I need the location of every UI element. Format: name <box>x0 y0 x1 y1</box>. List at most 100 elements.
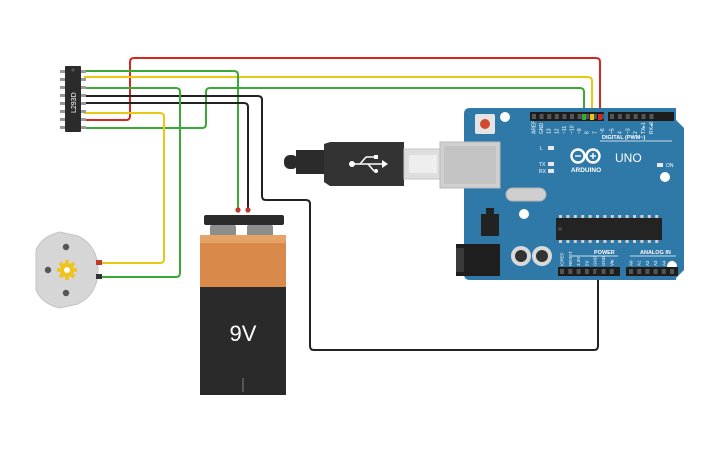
crystal-oscillator <box>505 187 547 202</box>
black-wire-ic-to-gnd[interactable] <box>84 95 599 351</box>
battery-label: 9V <box>230 321 257 346</box>
digital-pin-hole[interactable] <box>625 114 630 119</box>
l293d-chip[interactable]: L293D <box>60 66 86 132</box>
power-pin-label: IOREF <box>560 252 565 266</box>
atmega-pin <box>559 215 562 218</box>
analog-pin-hole[interactable] <box>670 269 674 274</box>
green-wire-ic-to-motor[interactable] <box>84 87 181 278</box>
usb-plug-neck <box>296 150 326 174</box>
analog-header-pins[interactable] <box>629 269 674 274</box>
digital-pin-label: ~11 <box>562 126 568 134</box>
digital-pin-hole[interactable] <box>617 114 622 119</box>
power-pin-hole[interactable] <box>576 269 581 274</box>
power-pin-hole[interactable] <box>601 269 606 274</box>
digital-pin-label: GND <box>539 123 545 135</box>
analog-pin-hole[interactable] <box>629 269 633 274</box>
digital-pin-hole[interactable] <box>577 114 582 119</box>
wires <box>84 57 601 351</box>
analog-pin-hole[interactable] <box>645 269 650 274</box>
power-pin-label: GND <box>601 255 606 266</box>
digital-pin-hole[interactable] <box>570 114 574 119</box>
motor-terminal-red[interactable] <box>96 260 102 265</box>
battery-snap-lead-green <box>235 207 241 213</box>
atmega-pin <box>573 215 577 218</box>
analog-pin-label: A2 <box>645 260 650 266</box>
digital-pin-hole[interactable] <box>633 114 638 119</box>
atmega-pin <box>618 240 622 243</box>
atmega-pin <box>618 215 622 218</box>
analog-pin-hole[interactable] <box>653 269 658 274</box>
black-wire-ic-to-battery[interactable] <box>84 102 249 210</box>
analog-header <box>626 267 678 276</box>
battery-snap-connector <box>204 215 284 225</box>
power-pin-hole[interactable] <box>568 269 573 274</box>
led-on <box>657 163 663 167</box>
atmega-pin <box>603 240 607 243</box>
power-pin-hole[interactable] <box>593 269 598 274</box>
digital-pin-hole[interactable] <box>532 114 536 119</box>
digital-pin-hole[interactable] <box>600 114 605 119</box>
digital-pin-label: RX◂0 <box>649 122 655 134</box>
digital-pin-label: 4 <box>617 131 623 134</box>
analog-pin-hole[interactable] <box>661 269 666 274</box>
motor-screw-left <box>44 266 52 274</box>
digital-pin-hole[interactable] <box>539 114 544 119</box>
power-pin-hole[interactable] <box>584 269 589 274</box>
digital-pin-label: TX▸1 <box>641 122 647 134</box>
dc-motor[interactable] <box>35 231 102 309</box>
digital-pin-hole[interactable] <box>585 114 590 119</box>
atmega-pin <box>655 240 659 243</box>
led-l-label: L <box>540 146 543 152</box>
digital-pin-hole[interactable] <box>554 114 559 119</box>
analog-pin-hole[interactable] <box>637 269 642 274</box>
digital-pin-hole[interactable] <box>610 114 614 119</box>
analog-label: ANALOG IN <box>640 250 671 256</box>
logo-minus-plus-icon <box>575 153 596 159</box>
battery-top-shine <box>200 235 286 243</box>
power-pin-hole[interactable] <box>560 269 564 274</box>
digital-header-right <box>608 112 674 121</box>
green-wire-ic-to-battery[interactable] <box>84 70 239 210</box>
mount-hole-1 <box>500 112 510 122</box>
red-wire-ic-to-pin8[interactable] <box>84 57 601 122</box>
led-rx <box>548 169 554 173</box>
atmega-pin <box>640 240 644 243</box>
usb-jack-inner <box>444 146 496 184</box>
usb-symbol-icon <box>349 155 388 173</box>
battery-9v[interactable]: 9V <box>200 207 286 395</box>
power-pin-label: Vin <box>609 259 614 266</box>
digital-header-pins[interactable] <box>532 114 654 119</box>
power-header-pins[interactable] <box>560 269 614 274</box>
power-pin-hole[interactable] <box>609 269 614 274</box>
green-wire-ic-to-pin10[interactable] <box>84 87 585 129</box>
motor-terminal-black[interactable] <box>96 274 102 279</box>
power-pin-label: 5V <box>584 260 589 266</box>
analog-pin-label: A5 <box>670 260 675 266</box>
atmega-pins <box>559 215 659 243</box>
atmega-pin <box>596 215 599 218</box>
reset-button-cap[interactable] <box>480 119 490 129</box>
ic-right-pins <box>80 70 86 129</box>
digital-pin-hole[interactable] <box>649 114 654 119</box>
motor-gear-icon <box>57 260 77 280</box>
atmega-pin <box>566 215 570 218</box>
atmega-pin <box>625 240 629 243</box>
motor-screw-bottom <box>62 289 70 297</box>
power-pin-label: GND <box>593 255 598 266</box>
atmega-pin <box>559 240 562 243</box>
atmega-pin <box>581 240 585 243</box>
usb-cable[interactable] <box>284 142 441 186</box>
digital-pin-label: 2 <box>633 131 639 134</box>
digital-pin-hole[interactable] <box>562 114 567 119</box>
atmega-pin <box>610 215 614 218</box>
yellow-wire-ic-to-motor[interactable] <box>84 112 165 264</box>
digital-pin-hole[interactable] <box>641 114 646 119</box>
digital-pin-hole[interactable] <box>592 114 597 119</box>
yellow-wire-ic-to-pin9[interactable] <box>84 76 593 122</box>
atmega-pin <box>625 215 629 218</box>
digital-pin-hole[interactable] <box>547 114 552 119</box>
ic-label: L293D <box>71 92 78 113</box>
